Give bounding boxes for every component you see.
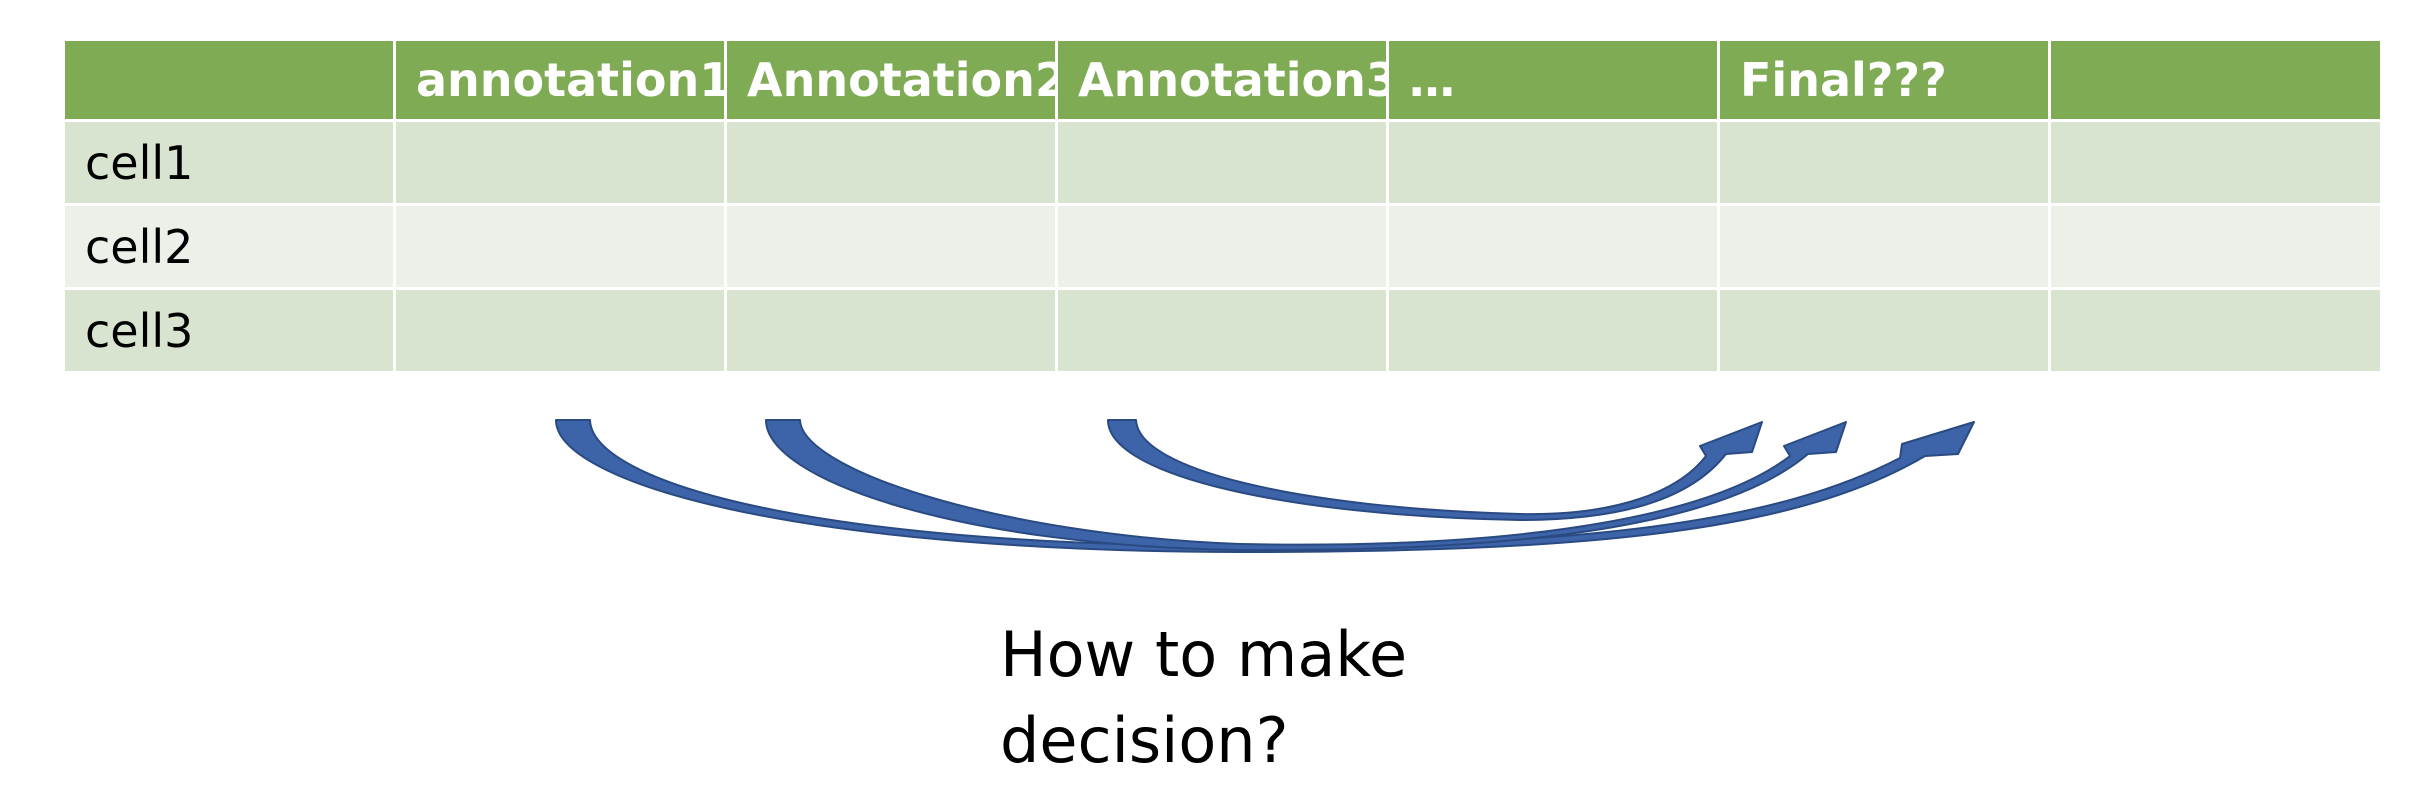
header-cell-annotation1: annotation1 bbox=[393, 38, 727, 122]
table-cell bbox=[393, 203, 727, 290]
table-cell bbox=[1386, 287, 1720, 374]
table-cell bbox=[1055, 287, 1389, 374]
row-label: cell3 bbox=[62, 287, 396, 374]
table-cell bbox=[1717, 287, 2051, 374]
table-cell bbox=[724, 287, 1058, 374]
table-cell bbox=[2048, 119, 2383, 206]
table-cell bbox=[724, 119, 1058, 206]
header-cell-annotation2: Annotation2 bbox=[724, 38, 1058, 122]
table-cell bbox=[1717, 203, 2051, 290]
table-cell bbox=[1386, 119, 1720, 206]
row-label: cell2 bbox=[62, 203, 396, 290]
annotation-table: annotation1 Annotation2 Annotation3 … Fi… bbox=[62, 38, 2383, 374]
curved-arrows bbox=[555, 419, 1975, 553]
header-cell-annotation3: Annotation3 bbox=[1055, 38, 1389, 122]
table-row: cell2 bbox=[62, 203, 2383, 290]
row-label: cell1 bbox=[62, 119, 396, 206]
header-cell-corner bbox=[62, 38, 396, 122]
header-cell-final: Final??? bbox=[1717, 38, 2051, 122]
table-cell bbox=[2048, 287, 2383, 374]
decision-question: How to make decision? bbox=[1000, 612, 1407, 784]
header-row: annotation1 Annotation2 Annotation3 … Fi… bbox=[62, 38, 2383, 122]
curved-arrow-annotation3 bbox=[1107, 419, 1763, 521]
table-row: cell1 bbox=[62, 119, 2383, 206]
table-cell bbox=[1386, 203, 1720, 290]
curved-arrow-annotation2 bbox=[765, 419, 1847, 552]
question-line-2: decision? bbox=[1000, 704, 1289, 777]
question-line-1: How to make bbox=[1000, 618, 1408, 691]
header-cell-ellipsis: … bbox=[1386, 38, 1720, 122]
table-cell bbox=[2048, 203, 2383, 290]
table-cell bbox=[1055, 119, 1389, 206]
curved-arrow-annotation1 bbox=[555, 419, 1975, 553]
table-row: cell3 bbox=[62, 287, 2383, 374]
table-cell bbox=[1717, 119, 2051, 206]
table-cell bbox=[1055, 203, 1389, 290]
table-cell bbox=[393, 119, 727, 206]
table-cell bbox=[724, 203, 1058, 290]
header-cell-empty bbox=[2048, 38, 2383, 122]
table-cell bbox=[393, 287, 727, 374]
